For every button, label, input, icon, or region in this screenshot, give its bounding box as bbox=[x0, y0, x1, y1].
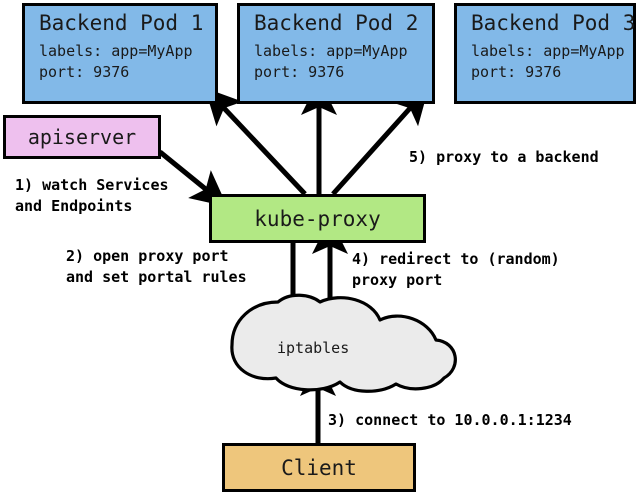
kubeproxy-node[interactable]: kube-proxy bbox=[209, 194, 426, 243]
step-4-line1: 4) redirect to (random) bbox=[352, 250, 560, 268]
step-5-line1: 5) proxy to a backend bbox=[409, 148, 599, 166]
kubeproxy-label: kube-proxy bbox=[254, 206, 381, 231]
step-2-line2: and set portal rules bbox=[66, 268, 247, 286]
backend-pod-1-port: port: 9376 bbox=[39, 63, 130, 81]
apiserver-label: apiserver bbox=[27, 125, 137, 149]
client-node[interactable]: Client bbox=[222, 443, 416, 492]
backend-pod-2-title: Backend Pod 2 bbox=[254, 11, 419, 35]
backend-pod-2-labels: labels: app=MyApp bbox=[254, 42, 408, 60]
arrow-kubeproxy-to-pod3 bbox=[331, 87, 429, 196]
step-1-line2: and Endpoints bbox=[15, 197, 133, 215]
step-4-line2: proxy port bbox=[352, 271, 443, 289]
iptables-label: iptables bbox=[277, 339, 350, 357]
backend-pod-3-title: Backend Pod 3 bbox=[471, 11, 636, 35]
step-2-line1: 2) open proxy port bbox=[66, 247, 229, 265]
backend-pod-3-port: port: 9376 bbox=[471, 63, 562, 81]
step-3-line1: 3) connect to 10.0.0.1:1234 bbox=[328, 411, 572, 429]
backend-pod-2[interactable]: Backend Pod 2 labels: app=MyApp port: 93… bbox=[237, 3, 435, 104]
backend-pod-1[interactable]: Backend Pod 1 labels: app=MyApp port: 93… bbox=[22, 3, 218, 104]
backend-pod-3-labels: labels: app=MyApp bbox=[471, 42, 625, 60]
arrow-kubeproxy-to-pod1 bbox=[204, 87, 307, 196]
backend-pod-3[interactable]: Backend Pod 3 labels: app=MyApp port: 93… bbox=[454, 3, 636, 104]
step-1-line1: 1) watch Services bbox=[15, 176, 169, 194]
backend-pod-2-port: port: 9376 bbox=[254, 63, 345, 81]
client-label: Client bbox=[281, 455, 357, 480]
apiserver-node[interactable]: apiserver bbox=[3, 115, 161, 159]
backend-pod-1-labels: labels: app=MyApp bbox=[39, 42, 193, 60]
backend-pod-1-title: Backend Pod 1 bbox=[39, 11, 204, 35]
